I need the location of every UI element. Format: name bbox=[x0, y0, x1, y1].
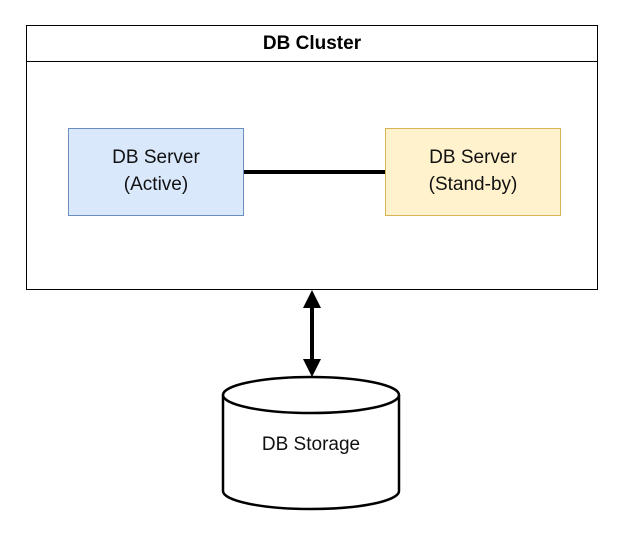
db-storage-label: DB Storage bbox=[261, 434, 361, 455]
cluster-storage-arrow bbox=[303, 290, 321, 377]
db-server-active-line1: DB Server bbox=[112, 147, 200, 169]
db-server-active-line2: (Active) bbox=[123, 174, 189, 195]
db-cluster-title: DB Cluster bbox=[27, 26, 597, 62]
replication-link bbox=[244, 170, 385, 174]
db-server-standby-node[interactable]: DB Server (Stand-by) bbox=[385, 128, 561, 216]
db-server-standby-line2: (Stand-by) bbox=[428, 174, 518, 195]
db-server-standby-line1: DB Server bbox=[429, 147, 517, 169]
db-server-active-node[interactable]: DB Server (Active) bbox=[68, 128, 244, 216]
arrow-head-down-icon bbox=[303, 359, 321, 377]
arrow-head-up-icon bbox=[303, 290, 321, 308]
